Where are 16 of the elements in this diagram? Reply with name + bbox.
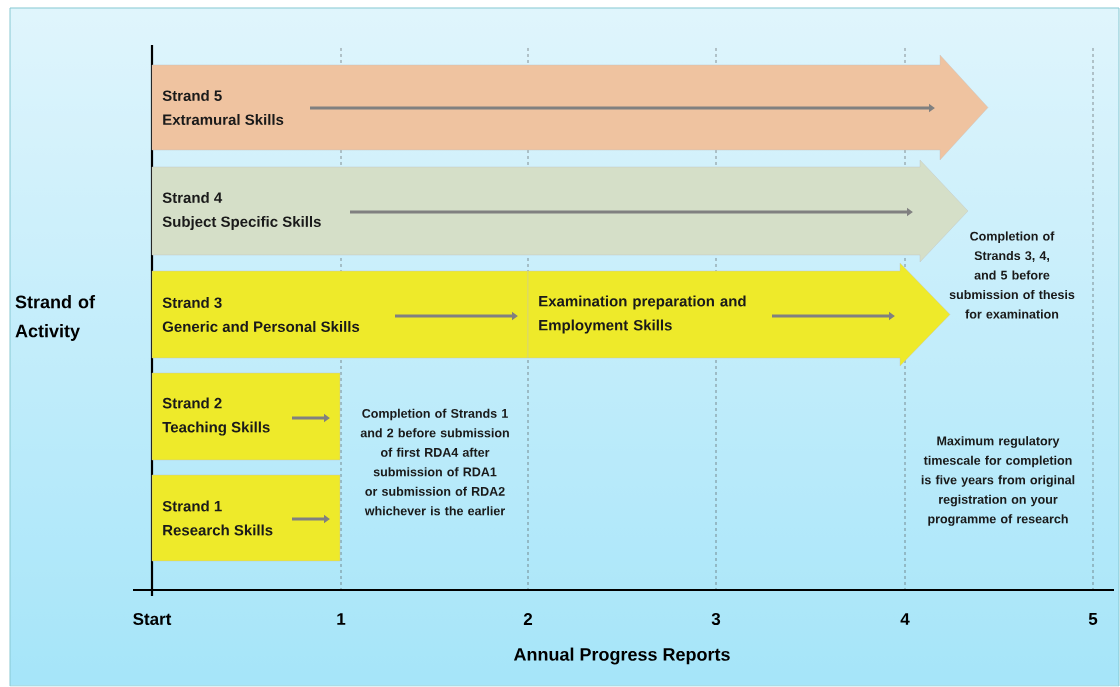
arrow-band: Strand 5 Extramural Skills <box>151 54 989 161</box>
tick-label: 1 <box>337 613 346 625</box>
note-text: Maximum regulatory timescale for completion is five years from original registration on your programme of research <box>921 436 1075 526</box>
tick-label: 4 <box>900 613 910 625</box>
band-box: Strand 3 Generic and Personal Skills <box>151 270 529 359</box>
band-box: Strand 1 Research Skills <box>151 474 341 562</box>
axis-title: Strand of Activity <box>15 295 96 341</box>
tick-label: 5 <box>1088 613 1098 625</box>
tick-label: 3 <box>711 612 721 625</box>
band-box: Strand 2 Teaching Skills <box>151 372 341 461</box>
axis-title: Annual Progress Reports <box>513 647 730 665</box>
arrow-band: Strand 4 Subject Specific Skills <box>151 159 969 263</box>
arrow-band: Examination preparation and Employment Skills <box>527 262 951 367</box>
tick-label: Start <box>133 612 172 625</box>
tick-label: 2 <box>523 613 533 625</box>
note-text: Completion of Strands 1 and 2 before submission of first RDA4 after submission of RDA1 or submission of RDA2 whichever is the earlier <box>360 408 509 516</box>
